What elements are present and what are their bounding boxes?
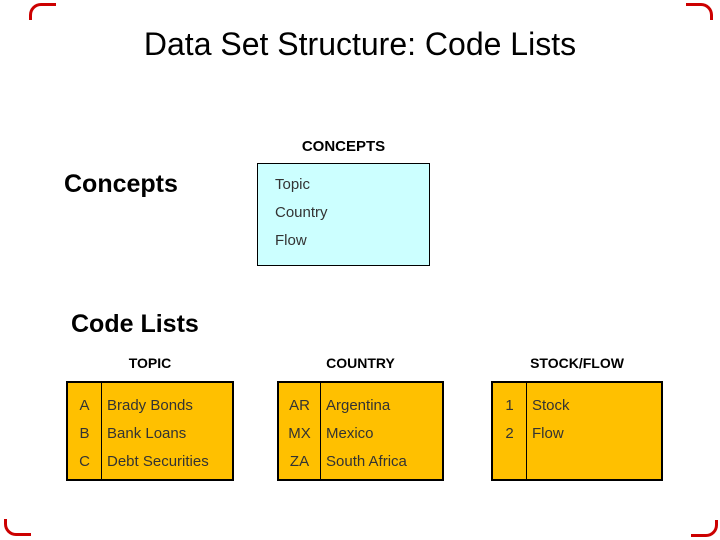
table-header-topic: TOPIC <box>128 355 172 371</box>
code-list-table-country: COUNTRY AR Argentina MX Mexico ZA South … <box>277 352 444 481</box>
table-row: C Debt Securities <box>68 447 232 475</box>
table-box-topic: A Brady Bonds B Bank Loans C Debt Securi… <box>66 381 234 481</box>
code-cell: ZA <box>289 452 310 470</box>
code-cell: B <box>79 424 90 442</box>
code-list-table-stockflow: STOCK/FLOW 1 Stock 2 Flow <box>491 352 663 481</box>
code-cell: A <box>79 396 90 414</box>
column-divider <box>320 383 321 479</box>
table-header-country: COUNTRY <box>326 355 395 371</box>
label-cell: Stock <box>532 396 570 414</box>
code-cell: 1 <box>505 396 514 414</box>
corner-mark-top-right <box>686 3 713 20</box>
corner-mark-top-left <box>29 3 56 20</box>
table-row: 1 Stock <box>493 391 661 419</box>
code-list-table-topic: TOPIC A Brady Bonds B Bank Loans C Debt … <box>66 352 234 481</box>
code-cell: AR <box>289 396 310 414</box>
table-row: AR Argentina <box>279 391 442 419</box>
label-cell: Bank Loans <box>107 424 187 442</box>
concept-item-flow: Flow <box>275 232 307 249</box>
page-title: Data Set Structure: Code Lists <box>143 26 577 62</box>
table-box-country: AR Argentina MX Mexico ZA South Africa <box>277 381 444 481</box>
concepts-heading: Concepts <box>64 170 178 198</box>
table-row: 2 Flow <box>493 419 661 447</box>
label-cell: Brady Bonds <box>107 396 193 414</box>
table-box-stockflow: 1 Stock 2 Flow <box>491 381 663 481</box>
concept-item-topic: Topic <box>275 176 311 193</box>
table-row: MX Mexico <box>279 419 442 447</box>
table-header-stockflow: STOCK/FLOW <box>530 355 624 371</box>
table-row: B Bank Loans <box>68 419 232 447</box>
column-divider <box>526 383 527 479</box>
label-cell: South Africa <box>326 452 407 470</box>
code-cell: MX <box>288 424 311 442</box>
code-cell: C <box>79 452 90 470</box>
label-cell: Argentina <box>326 396 391 414</box>
table-row: ZA South Africa <box>279 447 442 475</box>
table-row: A Brady Bonds <box>68 391 232 419</box>
corner-mark-bottom-right <box>691 520 718 537</box>
code-cell: 2 <box>505 424 514 442</box>
concepts-box: Topic Country Flow <box>257 163 430 266</box>
code-lists-heading: Code Lists <box>71 310 199 338</box>
corner-mark-bottom-left <box>4 519 31 536</box>
label-cell: Flow <box>532 424 564 442</box>
label-cell: Mexico <box>326 424 374 442</box>
concept-item-country: Country <box>275 204 328 221</box>
column-divider <box>101 383 102 479</box>
concepts-box-label: CONCEPTS <box>301 138 386 155</box>
label-cell: Debt Securities <box>107 452 209 470</box>
